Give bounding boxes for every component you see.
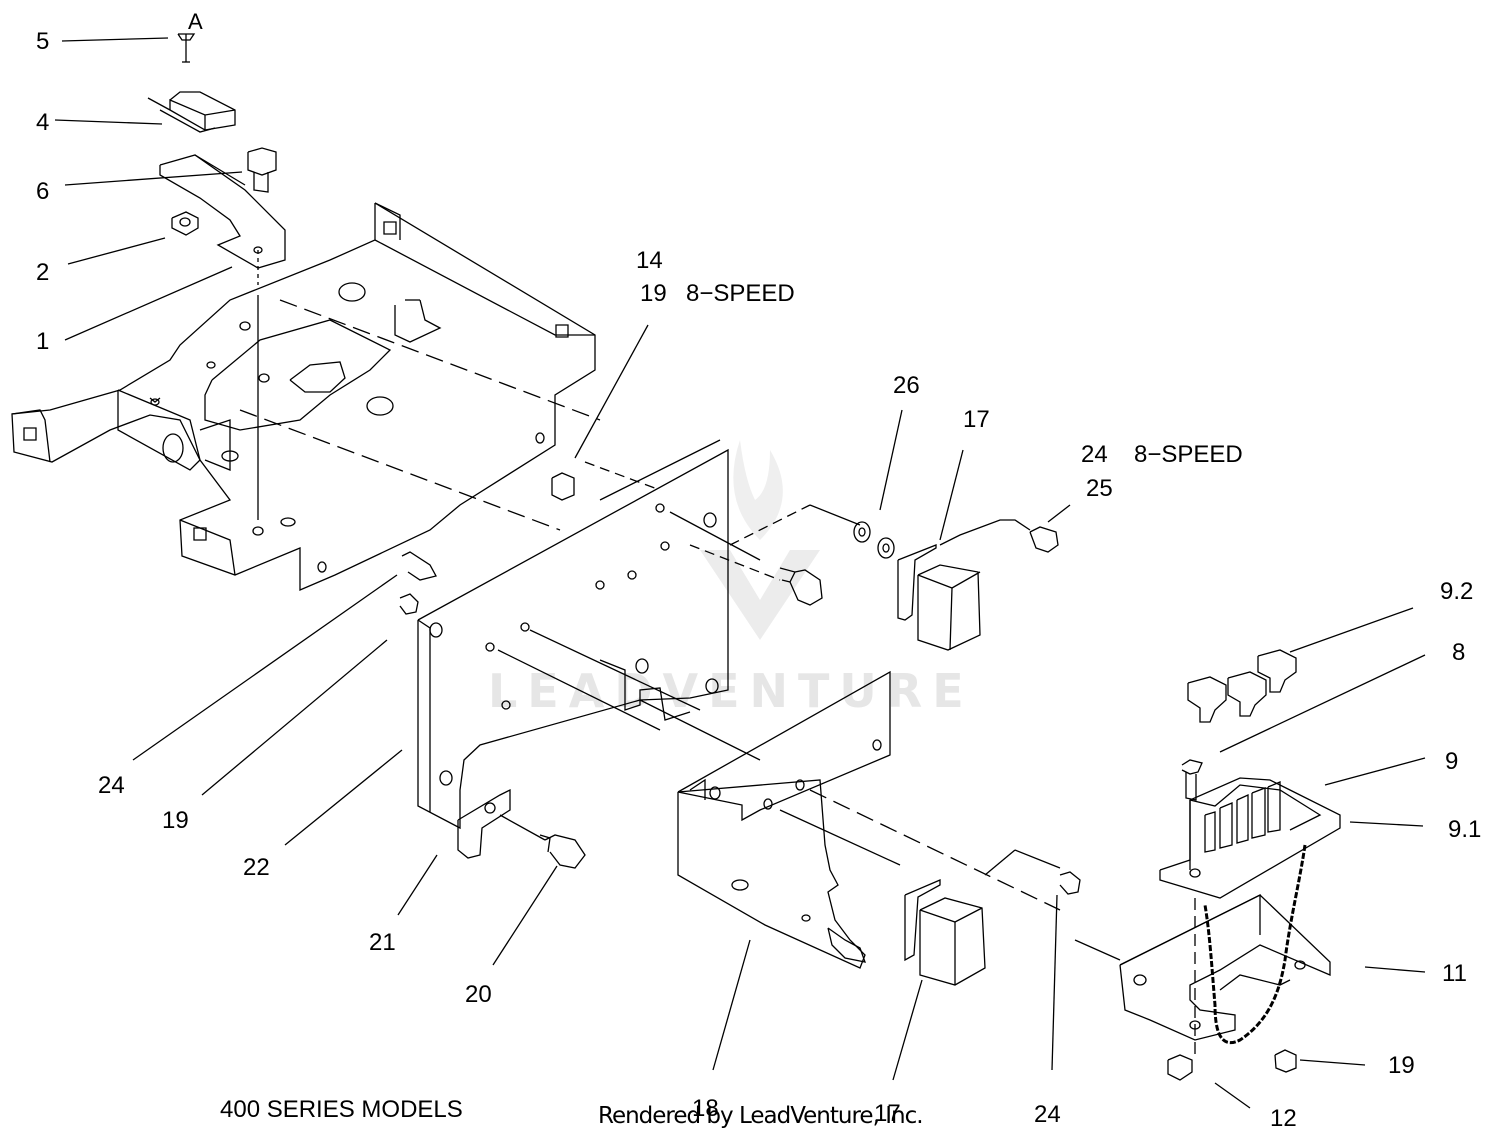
lower-fuse-bracket bbox=[1120, 800, 1330, 1060]
callout-26: 26 bbox=[893, 372, 920, 399]
callout-11: 11 bbox=[1442, 960, 1467, 987]
callout-2: 2 bbox=[36, 259, 50, 286]
callout-19-right: 19 bbox=[1388, 1052, 1415, 1079]
clip-21 bbox=[458, 790, 545, 858]
callout-17-bottom: 17 bbox=[874, 1100, 901, 1127]
callout-17-top: 17 bbox=[963, 406, 990, 433]
callout-24-bottom: 24 bbox=[1034, 1101, 1061, 1128]
callout-19-left: 19 bbox=[162, 807, 189, 834]
callout-8-speed-top: 8−SPEED bbox=[686, 280, 795, 307]
callout-24-left: 24 bbox=[98, 772, 125, 799]
models-caption: 400 SERIES MODELS bbox=[220, 1096, 463, 1123]
render-credit: Rendered by LeadVenture, Inc. bbox=[598, 1103, 924, 1129]
fuses-9-2 bbox=[1188, 650, 1296, 722]
callout-14: 14 bbox=[636, 247, 663, 274]
callout-24-top: 24 bbox=[1081, 441, 1108, 468]
callout-8: 8 bbox=[1452, 639, 1466, 666]
bolts bbox=[400, 473, 1296, 1080]
callout-25: 25 bbox=[1086, 475, 1113, 502]
wire bbox=[1205, 845, 1305, 1043]
callout-4: 4 bbox=[36, 109, 50, 136]
callout-5: 5 bbox=[36, 28, 50, 55]
lower-l-bracket bbox=[640, 672, 1120, 968]
fuse-holder bbox=[1160, 778, 1340, 898]
washers-26 bbox=[854, 522, 894, 558]
callout-20: 20 bbox=[465, 981, 492, 1008]
upper-mounting-plate bbox=[12, 203, 595, 590]
callout-9-1: 9.1 bbox=[1448, 816, 1482, 843]
callout-8-speed-right: 8−SPEED bbox=[1134, 441, 1243, 468]
callout-9: 9 bbox=[1445, 748, 1459, 775]
callout-A: A bbox=[188, 9, 203, 34]
callout-6: 6 bbox=[36, 178, 50, 205]
middle-vertical-plate bbox=[418, 450, 760, 828]
callout-12: 12 bbox=[1270, 1105, 1297, 1132]
callout-22: 22 bbox=[243, 854, 270, 881]
module-upper bbox=[898, 520, 1030, 650]
callout-1: 1 bbox=[36, 328, 50, 355]
leader-lines bbox=[55, 38, 1425, 1108]
callout-9-2: 9.2 bbox=[1440, 578, 1474, 605]
callout-21: 21 bbox=[369, 929, 396, 956]
callout-19-top: 19 bbox=[640, 280, 667, 307]
callout-18: 18 bbox=[692, 1095, 719, 1122]
switch-assembly bbox=[148, 34, 285, 268]
module-lower bbox=[905, 880, 985, 985]
